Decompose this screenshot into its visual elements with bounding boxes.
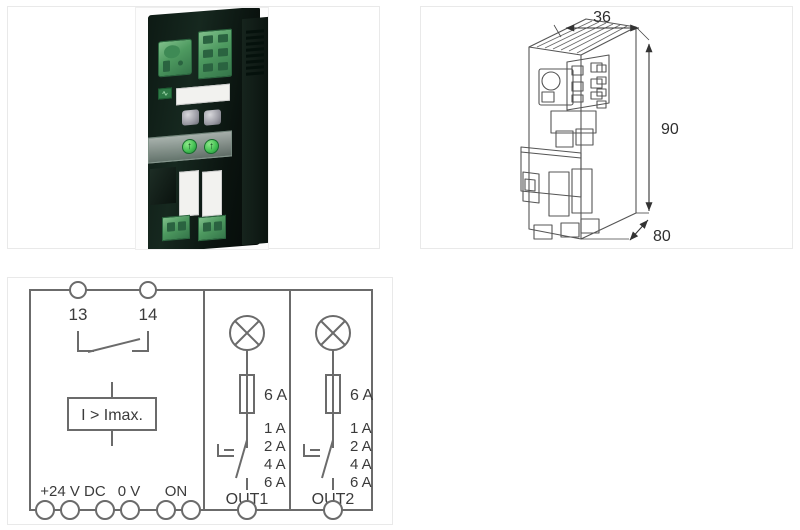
output-label-2: OUT2 — [312, 491, 355, 508]
dimension-drawing-panel: 36 90 80 — [420, 6, 793, 249]
selector-switch-2 — [303, 439, 334, 490]
wave-logo-icon: ∿ — [158, 87, 172, 100]
output-branch-1: 6 A 1 A 2 A 4 A 6 A OUT1 — [217, 315, 287, 520]
terminal-14-label: 14 — [139, 305, 158, 324]
terminal-pin — [120, 500, 140, 520]
terminal-pin — [181, 500, 201, 520]
selector-tap-2-2: 2 A — [350, 438, 372, 455]
front-detail-button-2 — [575, 128, 594, 146]
overcurrent-block-label: I > Imax. — [81, 407, 143, 424]
green-terminal-block-bottom-1 — [162, 214, 190, 242]
output-terminal-1 — [237, 500, 257, 520]
terminal-pin — [95, 500, 115, 520]
product-label-lower-1 — [179, 170, 199, 217]
output-label-1: OUT1 — [226, 491, 269, 508]
terminal-group-label-3: ON — [165, 483, 188, 500]
dimension-drawing-svg: 36 90 80 — [520, 9, 679, 245]
diagram-frame — [29, 289, 373, 511]
depth-dimension-label: 80 — [653, 228, 671, 245]
selector-tap-1-2: 2 A — [264, 438, 286, 455]
bottom-terminal-circles — [35, 500, 201, 520]
din-clip-outline — [522, 171, 540, 204]
selector-switch-1 — [217, 439, 248, 490]
front-detail-terminal — [566, 54, 610, 111]
terminal-14-circle — [139, 281, 157, 299]
green-terminal-block-top — [198, 28, 232, 80]
lower-window-1 — [548, 171, 570, 217]
terminal-pin — [35, 500, 55, 520]
bottom-terminal-2 — [560, 222, 580, 238]
green-adjuster-block — [158, 38, 192, 78]
relay-section: 13 14 — [69, 281, 158, 353]
green-terminal-block-bottom-2 — [198, 214, 226, 242]
relay-contact-symbol — [77, 331, 149, 353]
selector-tap-1-4: 6 A — [264, 474, 286, 491]
circuit-diagram-panel: 13 14 I > Imax. +24 V DC 0 V ON — [7, 277, 393, 525]
selector-tap-2-1: 1 A — [350, 420, 372, 437]
terminal-group-label-2: 0 V — [118, 483, 141, 500]
circuit-diagram-svg: 13 14 I > Imax. +24 V DC 0 V ON — [29, 281, 373, 520]
din-rail-clip — [150, 166, 176, 206]
front-detail-adjuster — [538, 68, 574, 106]
product-photo-image: ∿ ↑ ↑ — [135, 7, 269, 250]
width-dimension-label: 36 — [593, 9, 611, 26]
front-detail-button-1 — [555, 130, 574, 148]
device-mid-band — [520, 146, 582, 198]
product-photo-panel: ∿ ↑ ↑ — [7, 6, 380, 250]
fuse-rating-1: 6 A — [264, 387, 287, 404]
height-dimension-label: 90 — [661, 121, 679, 138]
selector-tap-2-3: 4 A — [350, 456, 372, 473]
bottom-terminal-3 — [580, 218, 600, 234]
terminal-13-circle — [69, 281, 87, 299]
bottom-terminal-1 — [533, 224, 553, 240]
terminal-group-label-1: +24 V DC — [40, 483, 106, 500]
push-button-1[interactable] — [182, 109, 199, 126]
terminal-pin — [156, 500, 176, 520]
push-button-2[interactable] — [204, 109, 221, 126]
terminal-13-label: 13 — [69, 305, 88, 324]
selector-tap-2-4: 6 A — [350, 474, 372, 491]
fuse-rating-2: 6 A — [350, 387, 373, 404]
overcurrent-block: I > Imax. — [67, 382, 157, 446]
depth-dimension — [629, 219, 649, 241]
selector-tap-1-3: 4 A — [264, 456, 286, 473]
selector-tap-1-1: 1 A — [264, 420, 286, 437]
terminal-pin — [60, 500, 80, 520]
overcurrent-block-box — [67, 397, 157, 431]
output-branch-2: 6 A 1 A 2 A 4 A 6 A OUT2 — [303, 315, 373, 520]
output-terminal-2 — [323, 500, 343, 520]
lower-window-2 — [571, 168, 593, 214]
product-label-lower-2 — [202, 170, 222, 217]
